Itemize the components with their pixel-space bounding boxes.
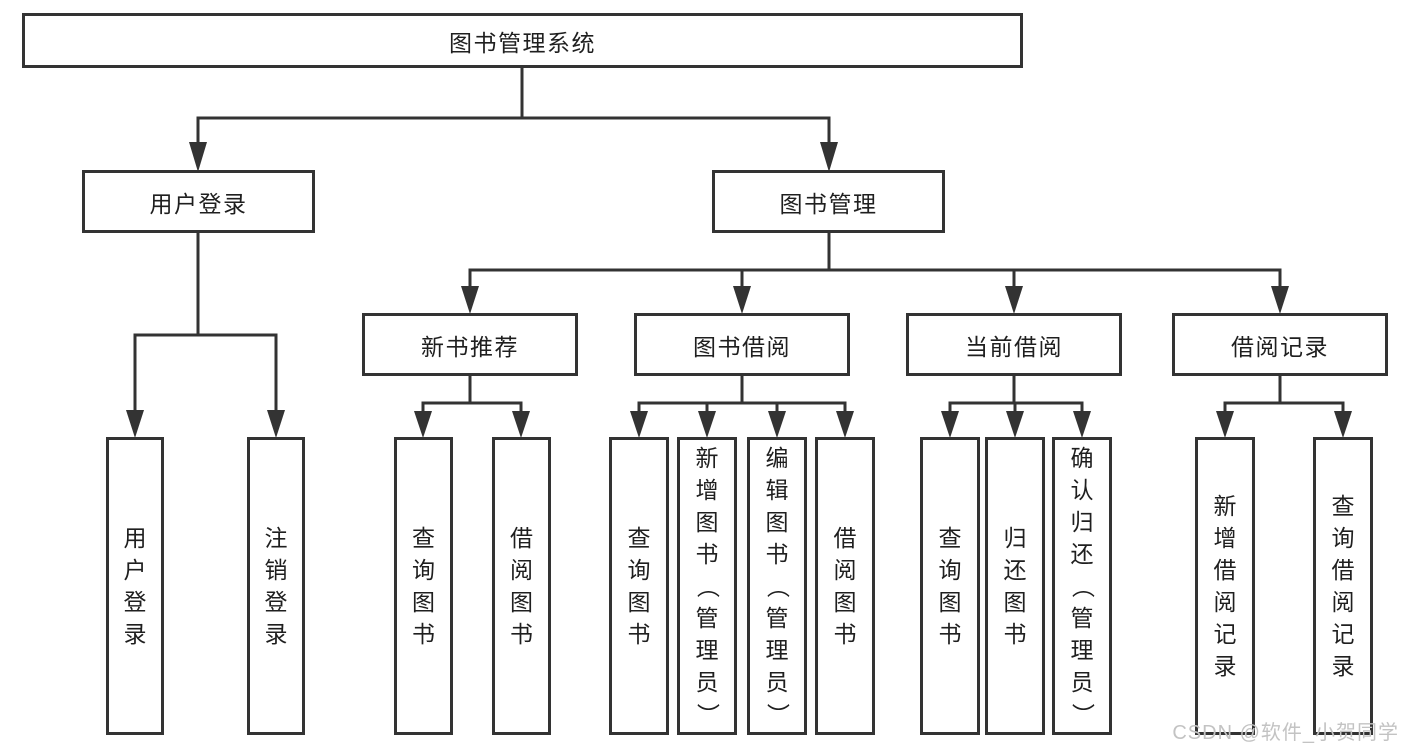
watermark-text: CSDN @软件_小贺同学 — [1172, 722, 1399, 744]
node-system-root: 图书管理系统 — [22, 13, 1023, 68]
leaf-borrow-books-recommend: 借阅图书 — [492, 437, 551, 735]
node-book-management: 图书管理 — [712, 170, 945, 233]
leaf-confirm-return-admin: 确认归还（管理员） — [1052, 437, 1112, 735]
node-label: 图书管理系统 — [449, 29, 596, 56]
node-label: 图书借阅 — [693, 333, 791, 360]
node-new-book-recommend: 新书推荐 — [362, 313, 578, 376]
leaf-edit-book-admin: 编辑图书（管理员） — [747, 437, 807, 735]
node-label: 查询图书 — [627, 524, 651, 647]
node-label: 用户登录 — [149, 190, 248, 217]
leaf-borrow-books-borrowing: 借阅图书 — [815, 437, 875, 735]
node-label: 查询借阅记录 — [1331, 492, 1355, 679]
node-label: 确认归还（管理员） — [1069, 444, 1096, 726]
node-label: 新增借阅记录 — [1213, 492, 1237, 679]
node-label: 新书推荐 — [421, 333, 519, 360]
node-label: 编辑图书（管理员） — [764, 444, 791, 726]
node-label: 当前借阅 — [965, 333, 1063, 360]
leaf-return-book: 归还图书 — [985, 437, 1045, 735]
node-label: 借阅记录 — [1231, 333, 1329, 360]
node-label: 借阅图书 — [510, 524, 533, 647]
node-label: 查询图书 — [412, 524, 435, 647]
node-label: 查询图书 — [938, 524, 962, 647]
leaf-user-login: 用户登录 — [106, 437, 164, 735]
node-label: 注销登录 — [264, 524, 288, 647]
leaf-add-book-admin: 新增图书（管理员） — [677, 437, 737, 735]
node-user-login: 用户登录 — [82, 170, 315, 233]
node-label: 归还图书 — [1003, 524, 1027, 647]
node-label: 用户登录 — [123, 524, 147, 647]
leaf-query-books-borrowing: 查询图书 — [609, 437, 669, 735]
leaf-query-borrow-record: 查询借阅记录 — [1313, 437, 1373, 735]
node-book-borrowing: 图书借阅 — [634, 313, 850, 376]
leaf-query-books-current: 查询图书 — [920, 437, 980, 735]
node-label: 借阅图书 — [833, 524, 857, 647]
node-label: 新增图书（管理员） — [694, 444, 721, 726]
leaf-add-borrow-record: 新增借阅记录 — [1195, 437, 1255, 735]
leaf-logout: 注销登录 — [247, 437, 305, 735]
node-label: 图书管理 — [779, 190, 878, 217]
node-current-borrowing: 当前借阅 — [906, 313, 1122, 376]
leaf-query-books-recommend: 查询图书 — [394, 437, 453, 735]
node-borrow-records: 借阅记录 — [1172, 313, 1388, 376]
